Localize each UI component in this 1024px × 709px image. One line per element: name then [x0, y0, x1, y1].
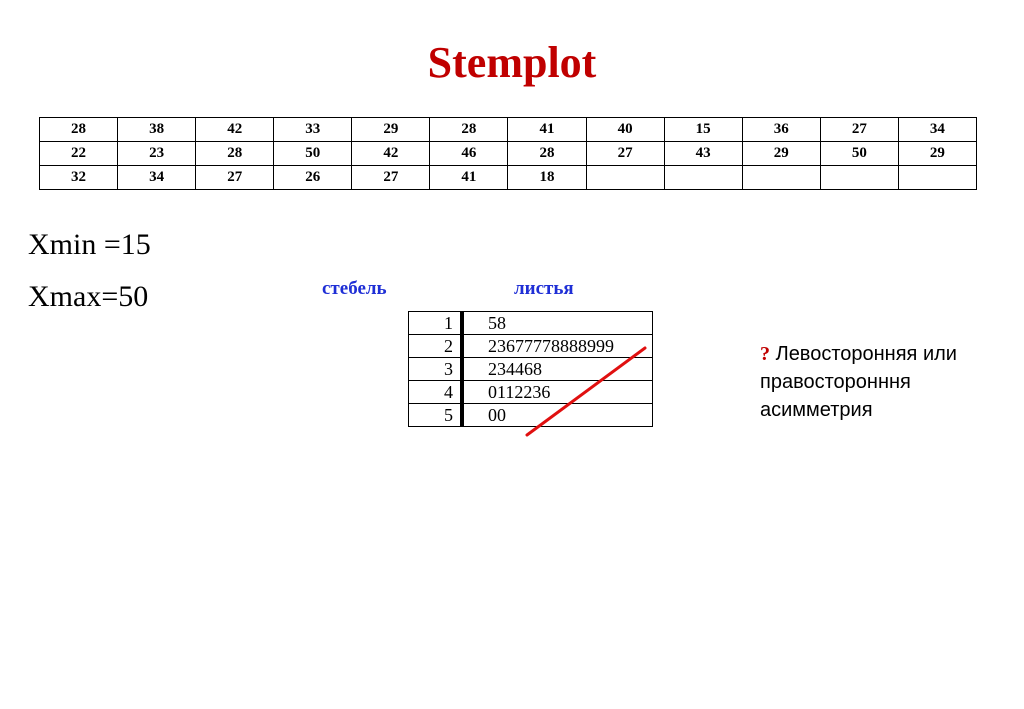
- question-text: Левосторонняя или правосторонння асиммет…: [760, 343, 957, 421]
- page-title: Stemplot: [427, 38, 597, 87]
- table-cell: 27: [195, 165, 275, 190]
- table-cell: 41: [507, 117, 587, 142]
- table-cell: 22: [38, 141, 119, 166]
- table-cell: 27: [585, 141, 665, 166]
- stem-header: стебель: [322, 278, 387, 299]
- table-cell: 26: [273, 165, 353, 190]
- table-cell: [663, 165, 743, 190]
- leaf-values: 58: [461, 311, 653, 335]
- table-cell: 32: [38, 165, 119, 190]
- table-cell: 50: [273, 141, 353, 166]
- leaf-header: листья: [514, 278, 574, 299]
- diagonal-line: [525, 346, 647, 437]
- table-cell: 42: [195, 117, 275, 142]
- table-cell: 27: [351, 165, 431, 190]
- question-block: ? Левосторонняя или правосторонння асимм…: [760, 340, 1010, 424]
- question-mark-icon: ?: [760, 343, 770, 365]
- table-cell: 29: [351, 117, 431, 142]
- table-cell: 29: [741, 141, 821, 166]
- leaf-values: 0112236: [461, 380, 653, 404]
- leaf-values: 23677778888999: [461, 334, 653, 358]
- xmax-label: Xmax=50: [28, 280, 149, 313]
- leaf-values: 00: [461, 403, 653, 427]
- table-cell: 36: [741, 117, 821, 142]
- table-cell: 34: [117, 165, 197, 190]
- table-cell: 15: [663, 117, 743, 142]
- table-cell: 18: [507, 165, 587, 190]
- stem-value: 4: [408, 380, 464, 404]
- table-cell: [585, 165, 665, 190]
- table-cell: [741, 165, 821, 190]
- table-cell: 38: [117, 117, 197, 142]
- table-cell: 28: [429, 117, 509, 142]
- table-cell: [897, 165, 978, 190]
- table-cell: 50: [819, 141, 899, 166]
- table-cell: 42: [351, 141, 431, 166]
- table-cell: 46: [429, 141, 509, 166]
- xmin-label: Xmin =15: [28, 228, 151, 261]
- stem-value: 2: [408, 334, 464, 358]
- table-cell: 34: [897, 117, 978, 142]
- stem-value: 5: [408, 403, 464, 427]
- table-cell: [819, 165, 899, 190]
- table-cell: 28: [38, 117, 119, 142]
